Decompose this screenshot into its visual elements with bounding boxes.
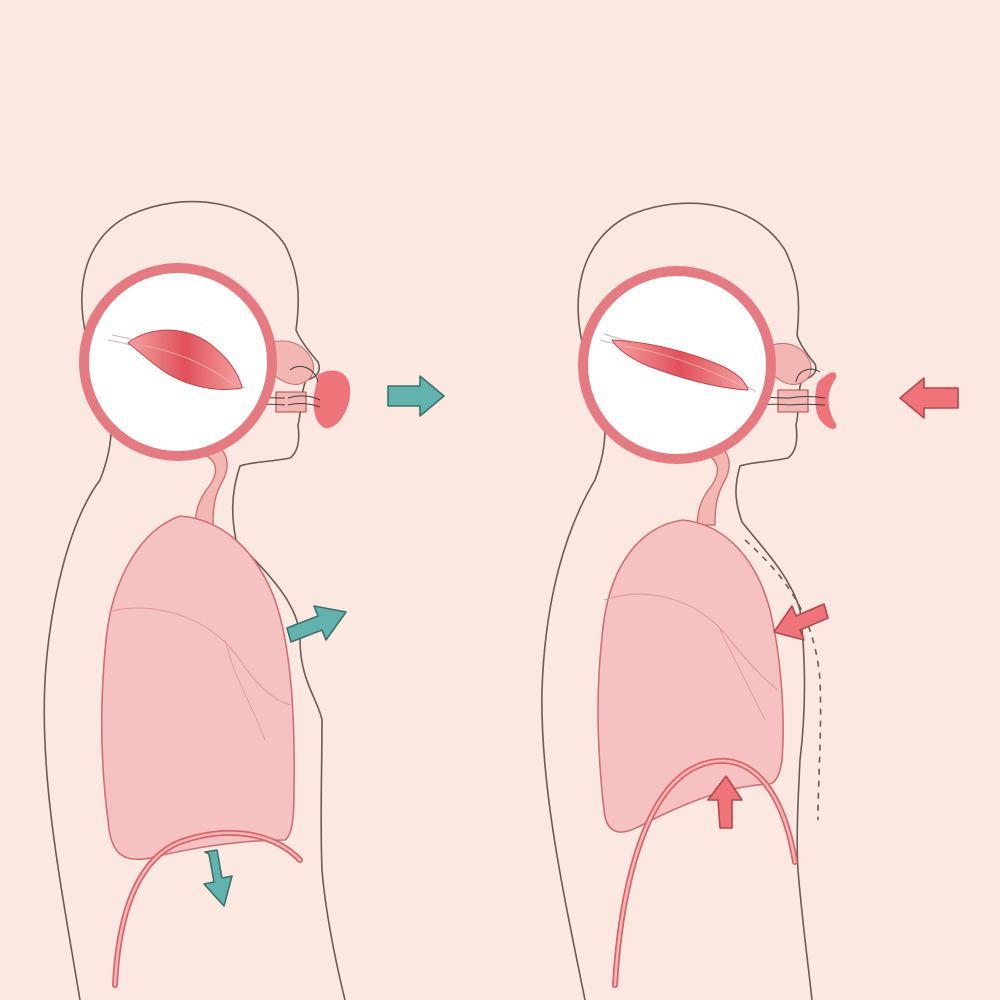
lips-right <box>815 372 837 429</box>
mouth-right <box>777 389 809 413</box>
figure-right <box>541 202 959 1000</box>
muscle-relaxed-icon <box>599 333 757 393</box>
chest-expansion-dashed <box>744 539 822 821</box>
nasal-cavity-left <box>271 340 315 385</box>
arrow-diaphragm-left <box>203 849 233 907</box>
lung-right <box>597 519 784 833</box>
trachea-right <box>696 447 730 526</box>
lung-left <box>100 515 295 861</box>
nasal-cavity-right <box>771 343 812 385</box>
lung-vessel-left <box>224 639 266 741</box>
trachea-left <box>194 447 228 526</box>
lung-fissure-right <box>603 593 779 691</box>
back-outline-left <box>43 364 112 1000</box>
arrow-diaphragm-right <box>707 775 743 829</box>
body-outline-right <box>577 202 817 1000</box>
arrow-icon <box>387 375 445 417</box>
lung-vessel-right <box>719 629 766 721</box>
diaphragm-right-inner <box>613 759 797 987</box>
diaphragm-left-inner <box>113 831 302 987</box>
mouth-left <box>275 391 307 413</box>
muscle-icon <box>107 329 246 390</box>
arrow-mouth-right <box>899 377 959 419</box>
figure-left <box>43 200 445 1000</box>
body-outline-left <box>81 200 346 1000</box>
lips-left <box>313 370 351 429</box>
arrow-chest-right <box>773 603 829 641</box>
back-outline-right <box>541 369 606 1000</box>
lung-fissure-left <box>107 607 291 706</box>
arrow-chest-left <box>286 605 347 643</box>
